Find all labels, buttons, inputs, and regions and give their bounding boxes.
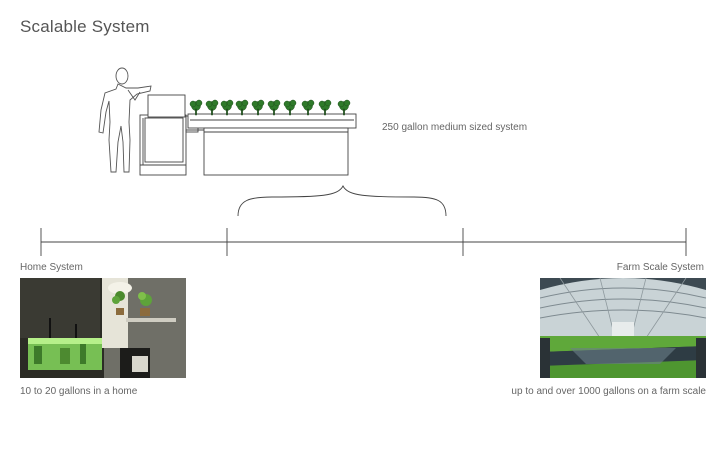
- range-brace: [237, 184, 447, 217]
- farm-system-label: Farm Scale System: [616, 262, 704, 273]
- scale-timeline: [40, 228, 687, 256]
- home-system-label: Home System: [20, 262, 83, 273]
- fish-tank: [203, 127, 349, 176]
- farm-system-photo: [540, 278, 706, 378]
- aquaponics-system: [139, 94, 357, 176]
- person-figure: [98, 67, 152, 173]
- grow-bed: [187, 113, 357, 129]
- plant-icons: [189, 99, 351, 116]
- medium-system-label: 250 gallon medium sized system: [382, 122, 528, 133]
- upper-box: [147, 94, 186, 118]
- page-title: Scalable System: [20, 17, 150, 36]
- home-system-photo: [20, 278, 186, 378]
- farm-system-caption: up to and over 1000 gallons on a farm sc…: [511, 386, 706, 397]
- home-system-caption: 10 to 20 gallons in a home: [20, 386, 138, 397]
